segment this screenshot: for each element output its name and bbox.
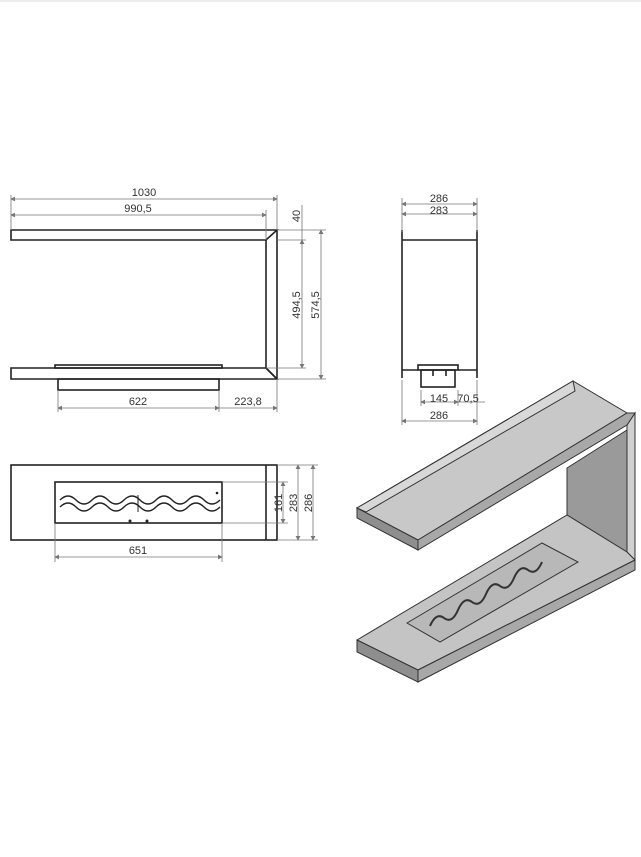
dim-burner-length: 622 <box>129 396 147 408</box>
side-burner-box <box>420 369 456 388</box>
front-burner-box <box>57 378 220 391</box>
dim-top-burner-depth: 161 <box>273 494 285 512</box>
front-top-shelf <box>10 229 280 241</box>
dim-burner-offset: 223,8 <box>234 396 262 408</box>
dim-inner-height: 494,5 <box>291 291 303 319</box>
iso-burner-plate <box>406 542 580 643</box>
dim-side-burner-width: 145 <box>430 393 448 405</box>
front-view: 1030 990,5 40 494,5 574,5 622 223,8 <box>10 187 326 412</box>
top-outline <box>10 464 278 541</box>
dim-side-depth-bottom: 286 <box>430 410 448 422</box>
top-view: 161 283 286 651 <box>10 464 318 562</box>
burner-wave-icon <box>59 495 221 512</box>
burner-dot <box>215 491 219 495</box>
side-view: 286 283 145 70,5 286 <box>401 193 485 425</box>
dim-shelf-thickness: 40 <box>291 210 303 222</box>
dim-top-depth-total: 286 <box>303 494 315 512</box>
front-right-wall <box>265 230 278 380</box>
front-burner-plate <box>54 364 223 369</box>
iso-top-shelf-lip <box>355 380 576 513</box>
dim-top-depth-inner: 283 <box>288 494 300 512</box>
iso-top-shelf-front <box>417 412 636 551</box>
burner-dot <box>145 519 149 523</box>
front-bottom-shelf <box>10 367 279 380</box>
dim-side-depth-inner: 283 <box>430 205 448 217</box>
burner-dot <box>128 519 132 523</box>
dim-side-depth-top: 286 <box>430 193 448 205</box>
dim-top-burner-length: 651 <box>129 545 147 557</box>
iso-bottom-shelf-front <box>417 559 636 683</box>
iso-wall-edge <box>626 411 636 562</box>
side-burner-ribs <box>432 370 447 376</box>
top-burner <box>54 481 223 524</box>
dim-width-total: 1030 <box>132 187 156 199</box>
iso-burner-wave-icon <box>429 561 543 627</box>
dim-total-height: 574,5 <box>310 291 322 319</box>
dim-width-inner: 990,5 <box>124 203 152 215</box>
isometric-view <box>355 380 636 683</box>
side-body <box>401 230 478 378</box>
dim-side-burner-offset: 70,5 <box>457 393 478 405</box>
